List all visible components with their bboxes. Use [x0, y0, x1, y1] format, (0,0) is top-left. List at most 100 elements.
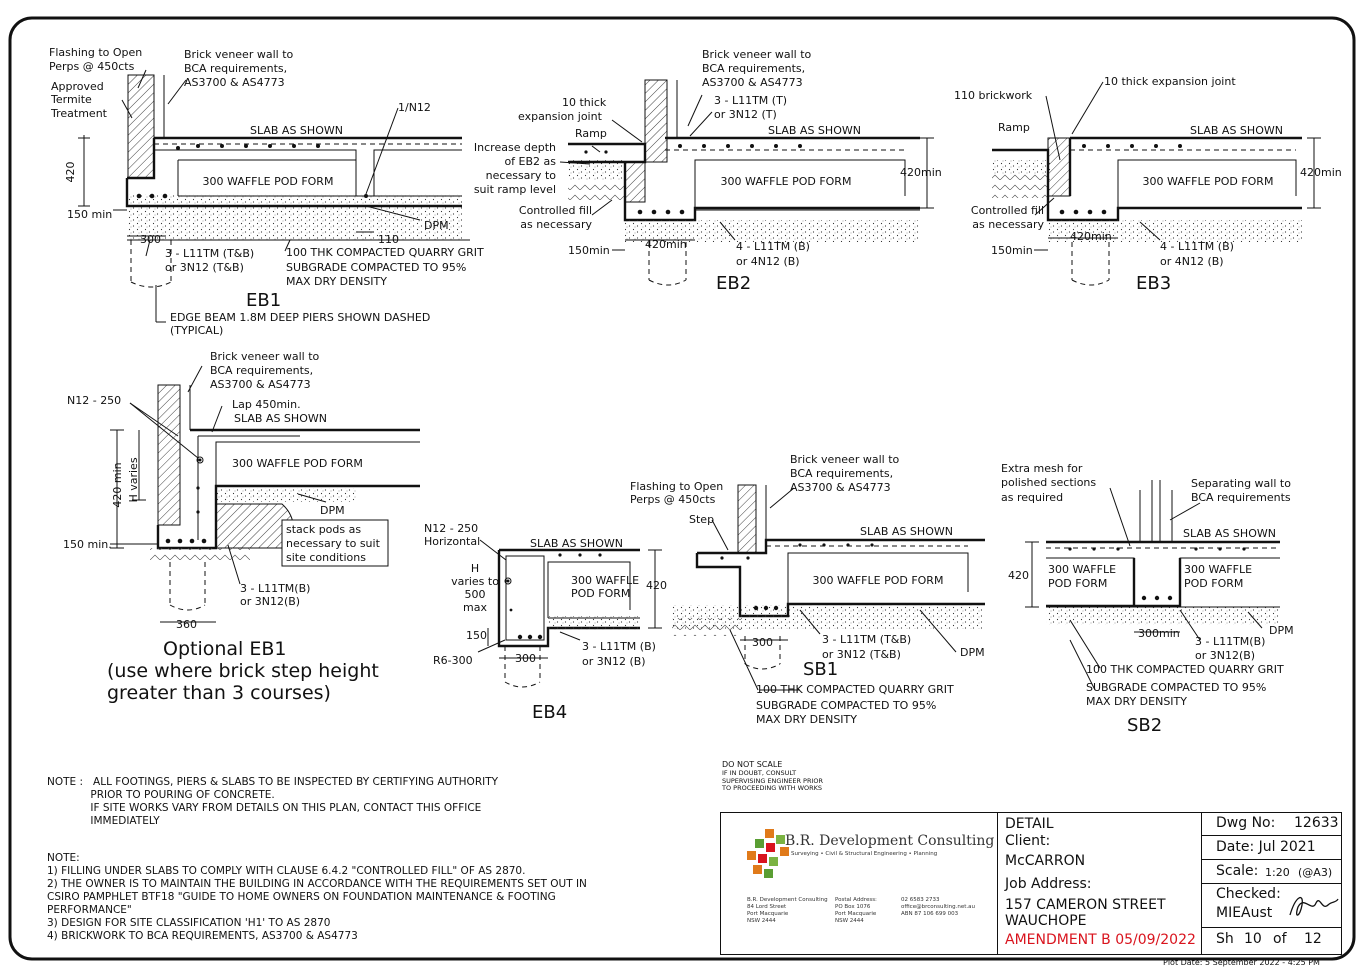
- eb1-termite-1: Approved: [51, 80, 104, 93]
- oeb1-min150: 150 min.: [63, 538, 112, 551]
- company-logo-icon: [747, 829, 789, 878]
- eb3-pod: 300 WAFFLE POD FORM: [1143, 175, 1274, 188]
- sb2-mesh-2: polished sections: [1001, 476, 1096, 489]
- eb1-grit-2: SUBGRADE COMPACTED TO 95%: [286, 261, 466, 274]
- eb4-w300: 300: [515, 652, 536, 665]
- eb3-brick: 110 brickwork: [954, 89, 1033, 102]
- eb2-joint-1: 10 thick: [562, 96, 607, 109]
- scale-sheet: (@A3): [1298, 866, 1333, 879]
- oeb1-wall-1: Brick veneer wall to: [210, 350, 320, 363]
- addr1-line-4: NSW 2444: [747, 918, 776, 924]
- addr1-line-1: B.R. Development Consulting: [747, 897, 828, 903]
- eb3-depth: 420min: [1300, 166, 1342, 179]
- eb3-joint: 10 thick expansion joint: [1104, 75, 1236, 88]
- eb2-topbars-2: or 3N12 (T): [714, 108, 777, 121]
- eb1-depth: 420: [64, 162, 77, 183]
- eb1-flashing-2: Perps @ 450cts: [49, 60, 135, 73]
- detail-eb1: 420 Flashing to Open Perps @ 450cts Appr…: [49, 46, 484, 337]
- job-address-line-2: WAUCHOPE: [1005, 913, 1087, 929]
- eb4-slab: SLAB AS SHOWN: [530, 537, 623, 550]
- eb2-bars-2: or 4N12 (B): [736, 255, 800, 268]
- eb1-termite-3: Treatment: [50, 107, 108, 120]
- oeb1-pod: 300 WAFFLE POD FORM: [232, 457, 363, 470]
- eb4-title: EB4: [532, 702, 567, 723]
- oeb1-min420: 420 min: [111, 462, 124, 507]
- eb3-slab: SLAB AS SHOWN: [1190, 124, 1283, 137]
- eb1-bars-2: or 3N12 (T&B): [165, 261, 244, 274]
- detail-heading: DETAIL: [1005, 816, 1054, 832]
- sb2-bars-2: or 3N12(B): [1195, 649, 1255, 662]
- eb4-h-2: varies to: [451, 575, 499, 588]
- addr2-line-3: Port Macquarie: [835, 911, 877, 917]
- eb1-bar-top: 1/N12: [398, 101, 431, 114]
- eb4-pod-2: POD FORM: [571, 587, 630, 600]
- addr1-line-3: Port Macquarie: [747, 911, 789, 917]
- drawing-info-panel: Dwg No: 12633 Date: Jul 2021 Scale: 1:20…: [1202, 813, 1341, 954]
- oeb1-title-3: greater than 3 courses): [107, 682, 331, 704]
- dns-line-2: IF IN DOUBT, CONSULT: [722, 769, 797, 777]
- sb1-bars-1: 3 - L11TM (T&B): [822, 633, 911, 646]
- sheet-border: [8, 16, 1356, 961]
- note2-line-2: 1) FILLING UNDER SLABS TO COMPLY WITH CL…: [47, 865, 526, 877]
- company-name: B.R. Development Consulting: [785, 833, 995, 849]
- note1-line-4: IMMEDIATELY: [47, 815, 160, 827]
- sb2-pod2-1: 300 WAFFLE: [1184, 563, 1252, 576]
- note1-line-2: PRIOR TO POURING OF CONCRETE.: [47, 789, 275, 801]
- oeb1-stack-2: necessary to suit: [286, 537, 381, 550]
- eb4-bars-2: or 3N12 (B): [582, 655, 646, 668]
- eb2-topbars-1: 3 - L11TM (T): [714, 94, 787, 107]
- note2-line-4: CSIRO PAMPHLET BTF18 "GUIDE TO HOME OWNE…: [47, 891, 556, 903]
- eb3-fill-1: Controlled fill: [971, 204, 1044, 217]
- note2-line-6: 3) DESIGN FOR SITE CLASSIFICATION 'H1' T…: [47, 917, 331, 929]
- oeb1-title-1: Optional EB1: [163, 638, 287, 660]
- detail-eb2: Brick veneer wall to BCA requirements, A…: [474, 48, 942, 294]
- sb1-dpm: DPM: [960, 646, 985, 659]
- note2-line-7: 4) BRICKWORK TO BCA REQUIREMENTS, AS3700…: [47, 930, 358, 942]
- oeb1-wall-2: BCA requirements,: [210, 364, 313, 377]
- oeb1-dpm: DPM: [320, 504, 345, 517]
- addr1-line-2: 84 Lord Street: [747, 904, 787, 910]
- eb4-bars-1: 3 - L11TM (B): [582, 640, 656, 653]
- oeb1-stack-1: stack pods as: [286, 523, 361, 536]
- eb1-wall-3: AS3700 & AS4773: [184, 76, 285, 89]
- eb2-title: EB2: [716, 273, 751, 294]
- eb1-grit-3: MAX DRY DENSITY: [286, 275, 387, 288]
- sb1-w300: 300: [752, 636, 773, 649]
- dns-line-3: SUPERVISING ENGINEER PRIOR: [722, 776, 824, 785]
- eb2-wall-1: Brick veneer wall to: [702, 48, 812, 61]
- sb2-sep-2: BCA requirements: [1191, 491, 1291, 504]
- eb1-pod: 300 WAFFLE POD FORM: [203, 175, 334, 188]
- sb1-grit-1: 100 THK COMPACTED QUARRY GRIT: [756, 683, 954, 696]
- sb1-flashing-1: Flashing to Open: [630, 480, 723, 493]
- eb2-wall-2: BCA requirements,: [702, 62, 805, 75]
- eb2-wall-3: AS3700 & AS4773: [702, 76, 803, 89]
- sb2-title: SB2: [1127, 715, 1162, 736]
- eb4-h-1: H: [471, 562, 479, 575]
- eb4-r6: R6-300: [433, 654, 473, 667]
- plot-date: Plot Date: 5 September 2022 - 4:25 PM: [1163, 958, 1320, 967]
- sb1-bars-2: or 3N12 (T&B): [822, 648, 901, 661]
- oeb1-stack-3: site conditions: [286, 551, 366, 564]
- detail-optional-eb1: 420 min H varies Brick veneer wall to BC…: [63, 350, 420, 704]
- eb2-slab: SLAB AS SHOWN: [768, 124, 861, 137]
- sb2-grit-1: 100 THK COMPACTED QUARRY GRIT: [1086, 663, 1284, 676]
- dns-line-1: DO NOT SCALE: [722, 760, 783, 769]
- amendment: AMENDMENT B 05/09/2022: [1005, 932, 1196, 948]
- sb1-wall-1: Brick veneer wall to: [790, 453, 900, 466]
- eb4-n12-1: N12 - 250: [424, 522, 478, 535]
- sb2-mesh-1: Extra mesh for: [1001, 462, 1083, 475]
- do-not-scale-note: DO NOT SCALE IF IN DOUBT, CONSULT SUPERV…: [722, 760, 823, 793]
- sb1-grit-2: SUBGRADE COMPACTED TO 95%: [756, 699, 936, 712]
- oeb1-wall-3: AS3700 & AS4773: [210, 378, 311, 391]
- oeb1-stack-box: [281, 519, 389, 567]
- sb2-pod1-2: POD FORM: [1048, 577, 1107, 590]
- addr2-line-4: NSW 2444: [835, 918, 864, 924]
- checked-label: Checked:: [1216, 886, 1281, 902]
- sb2-slab: SLAB AS SHOWN: [1183, 527, 1276, 540]
- eb1-wall-2: BCA requirements,: [184, 62, 287, 75]
- eb2-fill-1: Controlled fill: [519, 204, 592, 217]
- dwg-number: 12633: [1294, 815, 1339, 831]
- addr3-line-4: ABN 87 106 699 003: [901, 911, 959, 917]
- oeb1-lap: Lap 450min.: [232, 398, 301, 411]
